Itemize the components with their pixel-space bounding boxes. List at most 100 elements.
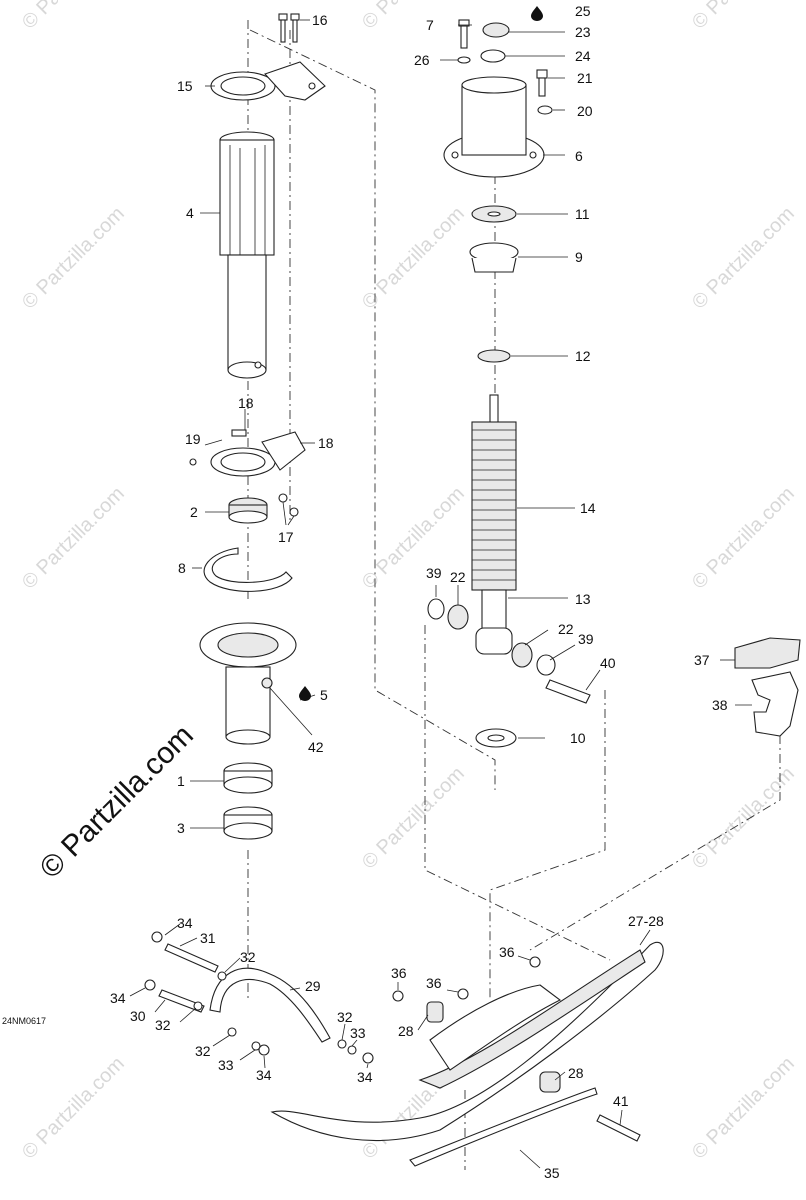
- callout-18-top: 18: [238, 395, 254, 411]
- nuts-17: [278, 493, 299, 517]
- bushing-39-right: [536, 654, 556, 676]
- callout-33-b: 33: [350, 1025, 366, 1041]
- callout-25: 25: [575, 3, 591, 19]
- watermark-tile: © Partzilla.com: [18, 1053, 129, 1164]
- watermark-tile: © Partzilla.com: [358, 0, 469, 34]
- watermark-tile: © Partzilla.com: [688, 483, 799, 594]
- bushing-2: [228, 497, 268, 524]
- retaining-ring-8: [203, 547, 293, 592]
- leader-lines: [129, 19, 752, 1169]
- bolt-16: [278, 13, 300, 43]
- callout-30: 30: [130, 1008, 146, 1024]
- callout-9: 9: [575, 249, 583, 265]
- callout-19: 19: [185, 431, 201, 447]
- bushing-22-left: [447, 604, 469, 630]
- clamp-bracket-15: [210, 61, 326, 101]
- watermark-tile: © Partzilla.com: [688, 763, 799, 874]
- watermark-tile: © Partzilla.com: [18, 203, 129, 314]
- watermark-main: © Partzilla.com: [34, 719, 200, 885]
- callout-20: 20: [577, 103, 593, 119]
- callout-28-lower: 28: [568, 1065, 584, 1081]
- callout-36-c: 36: [499, 944, 515, 960]
- callout-14: 14: [580, 500, 596, 516]
- diagram-code: 24NM0617: [2, 1016, 46, 1026]
- callout-36-a: 36: [391, 965, 407, 981]
- callout-23: 23: [575, 24, 591, 40]
- bushing-28-upper: [426, 1001, 444, 1023]
- callout-39-left: 39: [426, 565, 442, 581]
- callout-4: 4: [186, 205, 194, 221]
- spring-seat-9: [469, 242, 519, 273]
- support-plate: [199, 622, 297, 745]
- callout-12: 12: [575, 348, 591, 364]
- callout-39-right: 39: [578, 631, 594, 647]
- bolt-30: [158, 989, 205, 1013]
- callout-15: 15: [177, 78, 193, 94]
- bushing-3: [223, 806, 273, 840]
- bolt-41: [596, 1114, 641, 1142]
- callout-36-b: 36: [426, 975, 442, 991]
- bolt-7: [458, 19, 470, 49]
- callout-3: 3: [177, 820, 185, 836]
- wear-bar-35: [409, 1087, 598, 1167]
- nut-23: [482, 22, 510, 38]
- callout-34-c: 34: [256, 1067, 272, 1083]
- callout-28-upper: 28: [398, 1023, 414, 1039]
- bolt-31: [164, 943, 219, 973]
- callout-35: 35: [544, 1165, 560, 1181]
- ski-27-28: [270, 942, 664, 1142]
- bushing-39-left: [427, 598, 445, 620]
- callout-32-c: 32: [195, 1043, 211, 1059]
- clamp-18: [189, 429, 306, 477]
- oil-drop-icon: [531, 6, 543, 21]
- callout-10: 10: [570, 730, 586, 746]
- callout-32-d: 32: [337, 1009, 353, 1025]
- watermark-tile: © Partzilla.com: [688, 1053, 799, 1164]
- callout-34-d: 34: [357, 1069, 373, 1085]
- callout-8: 8: [178, 560, 186, 576]
- callout-26: 26: [414, 52, 430, 68]
- watermark-tile: © Partzilla.com: [18, 0, 129, 34]
- callout-1: 1: [177, 773, 185, 789]
- bushing-1: [223, 762, 273, 794]
- callout-27-28: 27-28: [628, 913, 664, 929]
- watermark-tiles: © Partzilla.com © Partzilla.com © Partzi…: [18, 0, 799, 1164]
- nuts-36: [392, 956, 541, 1002]
- bushing-28-lower: [539, 1071, 561, 1093]
- callout-labels: 1 2 3 4 5 6 7 8 9 10 11 12 13 14 15 16 1…: [110, 3, 728, 1181]
- watermark-tile: © Partzilla.com: [18, 483, 129, 594]
- callout-2: 2: [190, 504, 198, 520]
- callout-6: 6: [575, 148, 583, 164]
- callout-21: 21: [577, 70, 593, 86]
- pin-40: [545, 679, 591, 704]
- watermark-tile: © Partzilla.com: [358, 763, 469, 874]
- washer-20: [537, 105, 553, 115]
- shock-housing-6: [443, 76, 545, 178]
- bracket-38: [751, 671, 799, 737]
- callout-34-b: 34: [110, 990, 126, 1006]
- bolt-21: [536, 69, 548, 97]
- callout-42: 42: [308, 739, 324, 755]
- callout-16: 16: [312, 12, 328, 28]
- washer-11: [471, 205, 517, 223]
- callout-32-a: 32: [240, 949, 256, 965]
- washer-12: [477, 349, 511, 363]
- callout-22-right: 22: [558, 621, 574, 637]
- callout-17: 17: [278, 529, 294, 545]
- watermark-tile: © Partzilla.com: [688, 0, 799, 34]
- oil-drop-icon: [299, 686, 311, 701]
- callout-24: 24: [575, 48, 591, 64]
- callout-34-a: 34: [177, 915, 193, 931]
- washer-24: [480, 49, 506, 63]
- callout-7: 7: [426, 17, 434, 33]
- callout-31: 31: [200, 930, 216, 946]
- callout-32-b: 32: [155, 1017, 171, 1033]
- callout-5: 5: [320, 687, 328, 703]
- callout-37: 37: [694, 652, 710, 668]
- callout-33-a: 33: [218, 1057, 234, 1073]
- callout-41: 41: [613, 1093, 629, 1109]
- steering-column-4: [219, 131, 275, 379]
- callout-18-right: 18: [318, 435, 334, 451]
- pad-37: [734, 637, 801, 669]
